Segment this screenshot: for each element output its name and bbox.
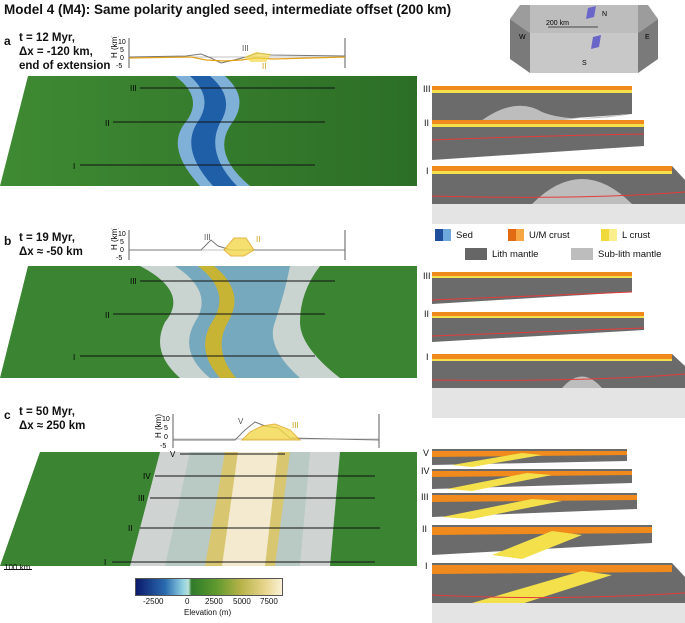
profile-a-label-III: III — [242, 44, 249, 53]
profile-b-label-II: II — [256, 235, 260, 244]
seed-south — [591, 35, 601, 49]
panel-c-ylabel: H (km) — [154, 414, 163, 438]
compass-scale: 200 km — [546, 20, 569, 27]
xsec-c-label-II: II — [422, 524, 428, 534]
colorbar-tick: 2500 — [205, 597, 223, 606]
compass-s: S — [582, 60, 587, 67]
panel-c-offset: Δx ≈ 250 km — [19, 420, 86, 432]
section-line-label: II — [105, 119, 109, 128]
panel-b-time: t = 19 Myr, — [19, 232, 75, 244]
panel-b-letter: b — [4, 234, 12, 248]
scale-bar-line — [4, 569, 32, 570]
panel-a-cross-sections — [432, 86, 685, 224]
panel-b-ylabel: H (km) — [110, 228, 119, 250]
legend-sublith-mantle: Sub-lith mantle — [571, 248, 661, 260]
compass-e: E — [645, 34, 650, 41]
elevation-colorbar — [135, 578, 283, 596]
xsec-b-label-II: II — [424, 309, 430, 319]
section-line-label: II — [128, 524, 132, 533]
panel-c-cross-sections — [432, 449, 685, 623]
xsec-c-label-III: III — [421, 492, 429, 502]
xsec-c-label-IV: IV — [421, 466, 430, 476]
section-line-label: I — [73, 162, 75, 171]
tick: 5 — [120, 239, 124, 246]
profile-b-label-III: III — [204, 233, 211, 242]
section-line-label: III — [130, 84, 137, 93]
section-line-label: III — [138, 494, 145, 503]
scale-bar-label: 100 km — [4, 563, 31, 572]
colorbar-tick: -2500 — [143, 597, 164, 606]
tick: 5 — [120, 47, 124, 54]
tick: 0 — [120, 55, 124, 62]
legend-um-crust: U/M crust — [508, 229, 570, 241]
panel-a-note: end of extension — [19, 60, 111, 72]
tick: 0 — [164, 434, 168, 441]
legend-l-crust: L crust — [601, 229, 650, 241]
panel-b-cross-sections — [432, 272, 685, 418]
tick: -5 — [160, 443, 166, 450]
colorbar-tick: 0 — [185, 597, 190, 606]
section-line-label: V — [170, 450, 176, 459]
xsec-b-label-III: III — [423, 271, 431, 281]
legend-lith-mantle: Lith mantle — [465, 248, 538, 260]
tick: -5 — [116, 255, 122, 262]
profile-c-label-III: III — [292, 421, 299, 430]
compass-n: N — [602, 11, 607, 18]
panel-c-profile: H (km) 10 5 0 -5 V III — [154, 414, 380, 450]
xsec-a-label-III: III — [423, 84, 431, 94]
panel-a-time: t = 12 Myr, — [19, 32, 75, 44]
section-line-label: II — [105, 311, 109, 320]
tick: 10 — [118, 39, 126, 46]
section-line-label: I — [73, 353, 75, 362]
panel-a-letter: a — [4, 34, 11, 48]
legend-sed: Sed — [435, 229, 473, 241]
panel-b-topography: III II I — [0, 266, 417, 378]
profile-a-label-II: II — [262, 62, 266, 71]
tick: 5 — [164, 425, 168, 432]
section-line-label: I — [104, 558, 106, 567]
panel-b-ridge — [198, 266, 236, 378]
panel-a-ylabel: H (km) — [110, 36, 119, 58]
xsec-a-label-II: II — [424, 118, 430, 128]
panel-a-topography: III II I — [0, 76, 417, 186]
colorbar-tick: 5000 — [233, 597, 251, 606]
tick: 0 — [120, 247, 124, 254]
panel-a-profile: H (km) 10 5 0 -5 III II — [110, 36, 346, 71]
section-line-label: IV — [143, 472, 151, 481]
panel-b-offset: Δx ≈ -50 km — [19, 246, 83, 258]
panel-b-caption: t = 19 Myr, Δx ≈ -50 km — [19, 231, 83, 259]
colorbar-label: Elevation (m) — [184, 608, 232, 617]
section-line-label: III — [130, 277, 137, 286]
panel-c-letter: c — [4, 408, 11, 422]
colorbar-tick: 7500 — [260, 597, 278, 606]
compass-w: W — [519, 34, 526, 41]
figure-title: Model 4 (M4): Same polarity angled seed,… — [4, 2, 452, 17]
tick: 10 — [162, 416, 170, 423]
xsec-c-label-I: I — [425, 561, 428, 571]
panel-a-rift-axis — [190, 76, 237, 186]
panel-c-time: t = 50 Myr, — [19, 406, 75, 418]
tick: 10 — [118, 231, 126, 238]
orientation-box: 200 km N S W E — [510, 5, 658, 73]
seed-north — [586, 6, 596, 19]
tick: -5 — [116, 63, 122, 70]
panel-b-profile: H (km) 10 5 0 -5 III II — [110, 228, 346, 262]
xsec-c-label-V: V — [423, 448, 430, 458]
profile-c-label-V: V — [238, 417, 244, 426]
xsec-a-label-I: I — [426, 166, 429, 176]
panel-c-topography: V IV III II I — [0, 450, 417, 567]
xsec-b-label-I: I — [426, 352, 429, 362]
panel-c-caption: t = 50 Myr, Δx ≈ 250 km — [19, 405, 85, 433]
panel-a-offset: Δx = -120 km, — [19, 46, 93, 58]
panel-a-caption: t = 12 Myr, Δx = -120 km, end of extensi… — [19, 31, 110, 73]
